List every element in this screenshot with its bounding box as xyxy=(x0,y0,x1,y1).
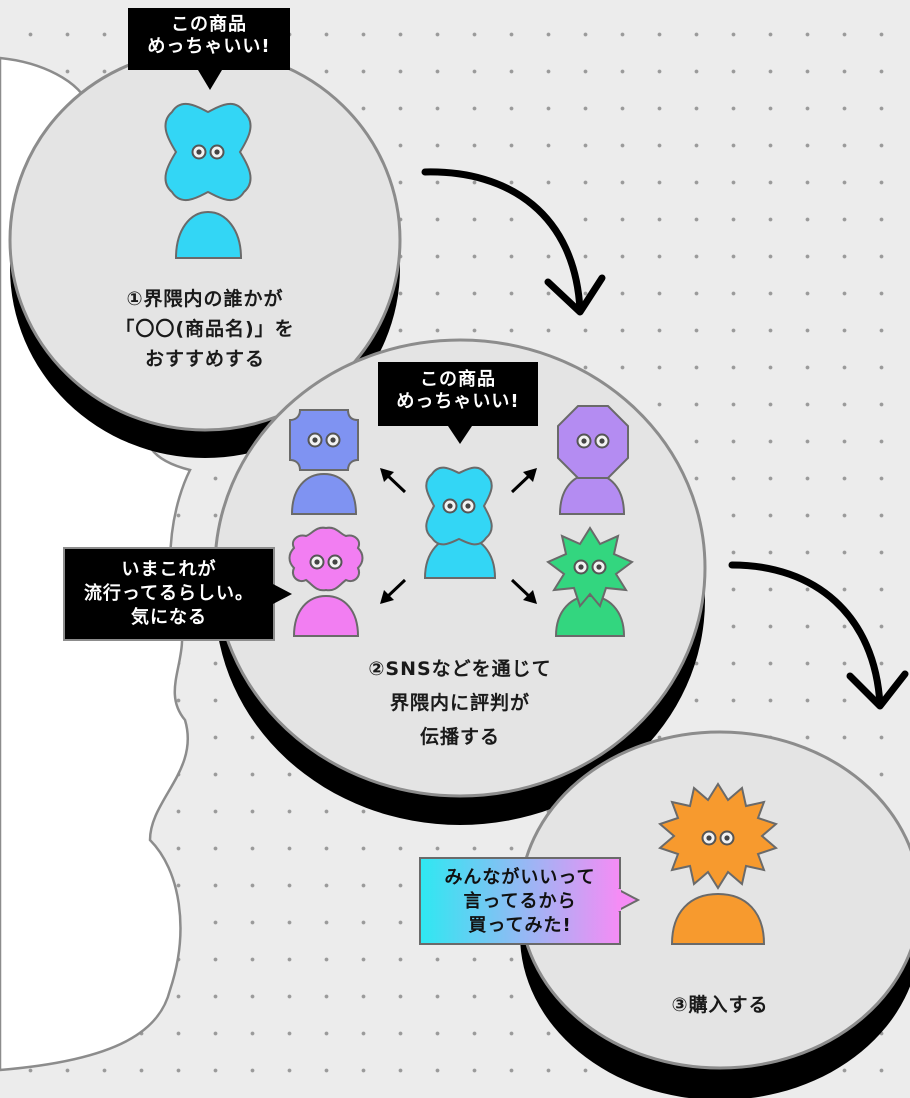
bubble-line: めっちゃいい! xyxy=(147,36,271,57)
step-3-speech-text: みんながいいって 言ってるから 買ってみた! xyxy=(420,866,620,938)
step-1-speech-text: この商品 めっちゃいい! xyxy=(128,14,290,58)
person-icon xyxy=(164,102,252,259)
step-line: ②SNSなどを通じて xyxy=(368,658,552,680)
bubble-line: 言ってるから xyxy=(463,891,577,912)
side-speech-text: いまこれが 流行ってるらしい。 気になる xyxy=(64,558,274,630)
diagonal-arrow-icon xyxy=(380,578,407,604)
bubble-line: この商品 xyxy=(420,369,496,390)
diagonal-arrow-icon xyxy=(510,578,537,604)
person-icon xyxy=(288,526,364,637)
step-3-label: ③購入する xyxy=(620,990,820,1020)
step-1-label: ①界隈内の誰かが 「〇〇(商品名)」を おすすめする xyxy=(60,284,350,374)
person-icon xyxy=(658,782,778,945)
bubble-line: この商品 xyxy=(171,14,247,35)
step-2-speech-text: この商品 めっちゃいい! xyxy=(378,369,538,413)
diagonal-arrow-icon xyxy=(510,468,537,494)
curved-arrow-icon xyxy=(728,561,909,710)
person-icon xyxy=(546,526,634,637)
step-line: ①界隈内の誰かが xyxy=(126,288,284,310)
speech-bubble-icon xyxy=(378,362,538,444)
step-line: ③購入する xyxy=(671,994,769,1016)
speech-bubble-icon xyxy=(63,547,292,641)
bubble-line: 買ってみた! xyxy=(468,915,572,936)
speech-bubble-icon xyxy=(128,8,290,90)
person-icon xyxy=(423,466,497,579)
bubble-line: いまこれが xyxy=(121,559,217,580)
curved-arrow-icon xyxy=(421,168,606,316)
person-icon xyxy=(557,405,629,515)
speech-bubble-icon xyxy=(419,857,641,945)
step-line: 「〇〇(商品名)」を xyxy=(115,318,295,340)
diagonal-arrow-icon xyxy=(380,468,407,494)
bubble-line: みんながいいって xyxy=(444,867,596,888)
step-line: 伝播する xyxy=(419,726,500,748)
person-icon xyxy=(289,409,359,515)
bubble-line: 流行ってるらしい。 xyxy=(83,583,255,604)
bubble-line: めっちゃいい! xyxy=(396,391,520,412)
step-line: おすすめする xyxy=(144,348,265,370)
step-2-label: ②SNSなどを通じて 界隈内に評判が 伝播する xyxy=(300,652,620,754)
bubble-line: 気になる xyxy=(131,607,207,628)
step-line: 界隈内に評判が xyxy=(389,692,530,714)
